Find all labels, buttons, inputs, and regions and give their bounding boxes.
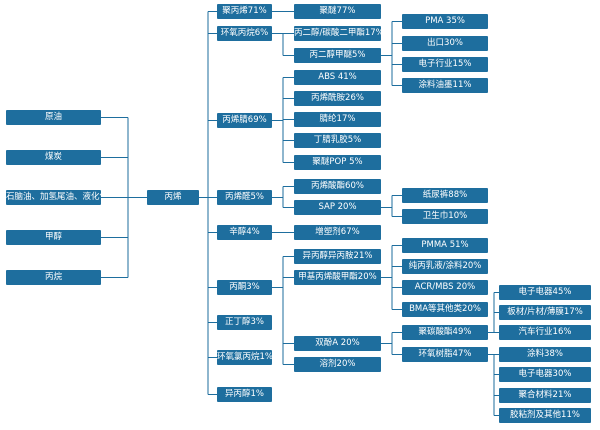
level1-node: 丙烯腈69% (217, 113, 272, 128)
level2-node: SAP 20% (294, 200, 381, 215)
level3-node: 聚碳酸酯49% (402, 325, 488, 340)
level4-node: 电子电器45% (499, 285, 591, 300)
source-node: 丙烷 (6, 270, 101, 285)
level2-node: ABS 41% (294, 70, 381, 85)
level1-node: 丙酮3% (217, 280, 272, 295)
level2-node: 聚醚77% (294, 4, 381, 19)
level2-node: 丁腈乳胶5% (294, 133, 381, 148)
level2-node: 聚醚POP 5% (294, 155, 381, 170)
center-node: 丙烯 (147, 190, 199, 205)
level1-node: 正丁醇3% (217, 315, 272, 330)
level4-node: 涂料38% (499, 347, 591, 362)
level4-node: 胶粘剂及其他11% (499, 408, 591, 423)
level1-node: 聚丙烯71% (217, 4, 272, 19)
level1-node: 环氧氯丙烷1% (217, 350, 272, 365)
level2-node: 增塑剂67% (294, 225, 381, 240)
level3-node: BMA等其他类20% (402, 302, 488, 317)
level2-node: 双酚A 20% (294, 336, 381, 351)
level2-node: 丙烯酰胺26% (294, 91, 381, 106)
level3-node: 纸尿裤88% (402, 188, 488, 203)
level3-node: 涂料油墨11% (402, 78, 488, 93)
level4-node: 聚合材料21% (499, 388, 591, 403)
source-node: 石脑油、加氢尾油、液化气 (6, 190, 101, 205)
level2-node: 丙二醇/碳酸二甲酯17% (294, 26, 381, 41)
level1-node: 环氧丙烷6% (217, 26, 272, 41)
level2-node: 异丙醇异丙胺21% (294, 249, 381, 264)
level3-node: 出口30% (402, 36, 488, 51)
level1-node: 异丙醇1% (217, 387, 272, 402)
level2-node: 丙烯酸酯60% (294, 179, 381, 194)
level4-node: 板材/片材/薄膜17% (499, 305, 591, 320)
level2-node: 溶剂20% (294, 357, 381, 372)
level4-node: 电子电器30% (499, 367, 591, 382)
level3-node: 纯丙乳液/涂料20% (402, 259, 488, 274)
level3-node: 卫生巾10% (402, 209, 488, 224)
level4-node: 汽车行业16% (499, 325, 591, 340)
level2-node: 腈纶17% (294, 112, 381, 127)
source-node: 煤炭 (6, 150, 101, 165)
level3-node: PMMA 51% (402, 238, 488, 253)
source-node: 原油 (6, 110, 101, 125)
source-node: 甲醇 (6, 230, 101, 245)
level2-node: 丙二醇甲醚5% (294, 48, 381, 63)
level1-node: 辛醇4% (217, 225, 272, 240)
level3-node: 环氧树脂47% (402, 347, 488, 362)
level1-node: 丙烯醛5% (217, 190, 272, 205)
level3-node: 电子行业15% (402, 57, 488, 72)
level3-node: PMA 35% (402, 14, 488, 29)
level2-node: 甲基丙烯酸甲酯20% (294, 270, 381, 285)
level3-node: ACR/MBS 20% (402, 280, 488, 295)
